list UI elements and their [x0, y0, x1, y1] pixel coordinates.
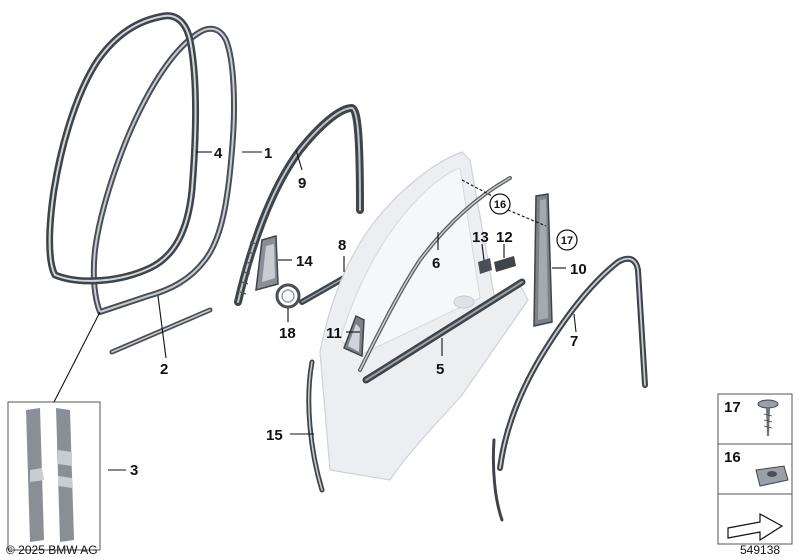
- b-pillar-cover: [533, 193, 553, 327]
- b-pillar-seal: [491, 255, 648, 522]
- legend-screw-17: 17: [717, 393, 793, 445]
- svg-text:16: 16: [494, 199, 506, 211]
- mirror-triangle: [255, 235, 279, 292]
- door-shell: [319, 151, 529, 481]
- clip-12: [494, 256, 516, 272]
- triangle-cover: [343, 314, 365, 358]
- callout-13: 13: [472, 229, 489, 246]
- legend-arrow-box: [717, 493, 793, 545]
- callout-5: 5: [436, 361, 444, 378]
- callout-10: 10: [570, 261, 587, 278]
- callout-1: 1: [264, 145, 272, 162]
- sill-strip: [109, 307, 213, 355]
- outer-belt-strip: [362, 278, 526, 384]
- callout-12: 12: [496, 229, 513, 246]
- diagram-number: 549138: [740, 543, 780, 557]
- svg-text:16: 16: [724, 449, 741, 466]
- callout-14: 14: [296, 253, 313, 270]
- callout-8: 8: [338, 237, 346, 254]
- callout-18: 18: [279, 325, 296, 342]
- svg-text:17: 17: [724, 399, 741, 416]
- door-seal-inner: [46, 12, 199, 285]
- copyright-text: © 2025 BMW AG: [6, 543, 98, 557]
- clip-13: [478, 258, 492, 274]
- callout-7: 7: [570, 333, 578, 350]
- callout-4: 4: [214, 145, 223, 162]
- door-front-edge-seal: [306, 359, 325, 493]
- circled-callout-17: 17: [556, 229, 578, 251]
- door-seal-outer: [90, 25, 237, 315]
- window-channel: [358, 176, 512, 372]
- detail-inset-box: [7, 401, 101, 551]
- pillar-seal: [234, 104, 364, 306]
- callout-15: 15: [266, 427, 283, 444]
- callout-labels: 1 4 2 3 9 14 18 8 11 6 5 13 12 10 7 15: [130, 145, 587, 479]
- leader-lines: [53, 149, 577, 471]
- callout-2: 2: [160, 361, 168, 378]
- callout-9: 9: [298, 175, 306, 192]
- legend-nut-16: 16: [717, 443, 793, 495]
- circled-callout-16: 16: [489, 193, 511, 215]
- callout-6: 6: [432, 255, 440, 272]
- callout-3: 3: [130, 462, 138, 479]
- svg-text:17: 17: [561, 235, 573, 247]
- callout-11: 11: [326, 325, 342, 342]
- grommet-ring: [275, 283, 301, 309]
